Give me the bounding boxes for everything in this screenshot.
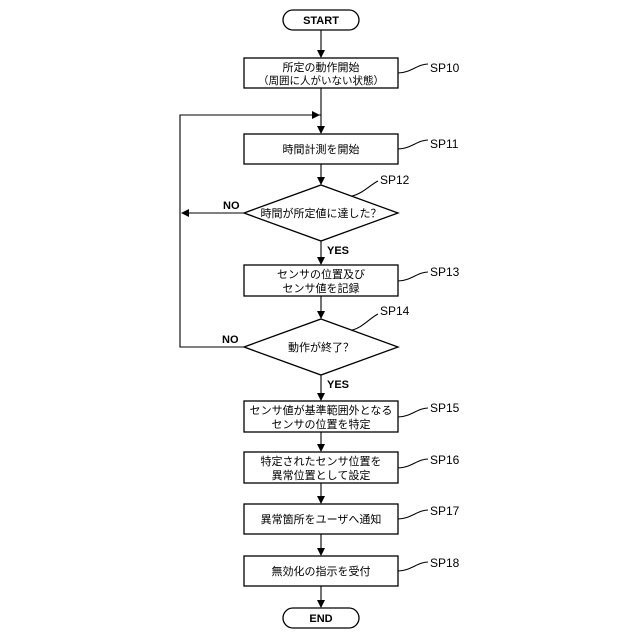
- step-id-sp18: SP18: [430, 556, 460, 570]
- process-sp17-label: 異常箇所をユーザへ通知: [261, 512, 382, 526]
- process-sp13-line2: センサ値を記録: [283, 281, 360, 295]
- step-id-sp10: SP10: [430, 61, 460, 75]
- step-id-sp15: SP15: [430, 401, 460, 415]
- no-label-sp14: NO: [222, 334, 239, 346]
- leader-line: [398, 408, 428, 417]
- process-sp18-label: 無効化の指示を受付: [272, 564, 371, 578]
- leader-line: [398, 64, 428, 73]
- process-sp10-line2: （周囲に人がいない状態）: [258, 74, 384, 87]
- leader-line: [352, 181, 378, 196]
- start-label: START: [303, 15, 339, 27]
- leader-line: [352, 314, 378, 330]
- leader-line: [398, 459, 428, 468]
- process-sp15-line1: センサ値が基準範囲外となる: [250, 403, 393, 417]
- process-sp13-line1: センサの位置及び: [277, 267, 365, 281]
- decision-sp12-label: 時間が所定値に達した？: [261, 206, 382, 220]
- decision-sp14-label: 動作が終了？: [288, 340, 354, 354]
- step-id-sp17: SP17: [430, 504, 460, 518]
- yes-label-sp14: YES: [327, 379, 349, 391]
- step-id-sp12: SP12: [380, 173, 410, 187]
- process-sp16-line2: 異常位置として設定: [272, 468, 371, 482]
- yes-label-sp12: YES: [327, 245, 349, 257]
- no-label-sp12: NO: [223, 200, 240, 212]
- leader-line: [398, 272, 428, 281]
- step-id-sp11: SP11: [430, 137, 459, 151]
- end-label: END: [309, 613, 332, 625]
- leader-line: [398, 562, 428, 571]
- step-id-sp16: SP16: [430, 453, 460, 467]
- leader-line: [398, 140, 428, 149]
- step-id-sp14: SP14: [380, 304, 410, 318]
- leader-line: [398, 510, 428, 519]
- step-id-sp13: SP13: [430, 265, 460, 279]
- process-sp10-line1: 所定の動作開始: [283, 60, 360, 74]
- process-sp16-line1: 特定されたセンサ位置を: [261, 454, 382, 468]
- process-sp15-line2: センサの位置を特定: [272, 417, 371, 431]
- process-sp11-label: 時間計測を開始: [283, 142, 360, 156]
